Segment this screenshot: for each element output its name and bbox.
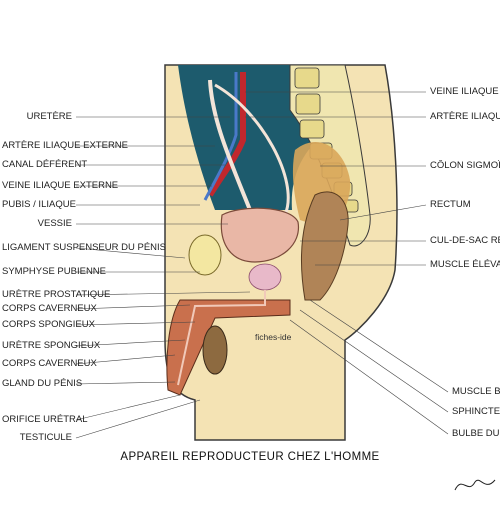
iliac-vein bbox=[203, 72, 238, 201]
leader-lines-right bbox=[245, 91, 449, 435]
leader-l10 bbox=[75, 304, 191, 310]
label-l6: VESSIE bbox=[37, 218, 72, 229]
label-r7: MUSCLE BULBO-SPONGIEUX bbox=[452, 386, 500, 397]
label-l2: ARTÈRE ILIAQUE EXTERNE bbox=[2, 140, 128, 151]
label-r5: CUL-DE-SAC RECTO-VÉSICAL bbox=[430, 235, 500, 246]
label-r9: BULBE DU PÉNIS bbox=[452, 428, 500, 439]
leader-l9 bbox=[75, 291, 251, 296]
testis bbox=[202, 325, 228, 375]
label-l3: CANAL DÉFÉRENT bbox=[2, 159, 88, 170]
pubic-symphysis bbox=[188, 234, 222, 276]
leader-l15 bbox=[75, 394, 181, 421]
leader-l7 bbox=[75, 247, 186, 259]
watermark-text: fiches-ide bbox=[255, 332, 292, 342]
label-r4: RECTUM bbox=[430, 199, 471, 210]
leader-r8 bbox=[299, 309, 449, 413]
leader-lines-left bbox=[75, 116, 251, 439]
urethra bbox=[177, 290, 266, 386]
label-l1: URETÈRE bbox=[26, 111, 72, 122]
penis bbox=[166, 299, 291, 396]
leader-l16 bbox=[75, 399, 201, 439]
label-l7: LIGAMENT SUSPENSEUR DU PÉNIS bbox=[2, 242, 167, 253]
label-r3: CÔLON SIGMOÏDE bbox=[430, 160, 500, 171]
label-l11: CORPS SPONGIEUX bbox=[2, 319, 95, 330]
label-r6: MUSCLE ÉLÉVATEUR DE L'ANUS bbox=[430, 259, 500, 270]
ureter bbox=[208, 79, 252, 211]
leader-r4 bbox=[339, 204, 427, 221]
bladder bbox=[220, 207, 300, 263]
leader-r9 bbox=[289, 319, 449, 435]
label-l16: TESTICULE bbox=[19, 432, 72, 443]
label-l14: GLAND DU PÉNIS bbox=[2, 378, 83, 389]
diagram-title: APPAREIL REPRODUCTEUR CHEZ L'HOMME bbox=[120, 451, 380, 463]
leader-l13 bbox=[75, 354, 176, 365]
label-l15: ORIFICE URÉTRAL bbox=[2, 414, 88, 425]
label-l8: SYMPHYSE PUBIENNE bbox=[2, 266, 106, 277]
prostate bbox=[248, 263, 282, 291]
signature-mark bbox=[454, 479, 496, 491]
label-r2: ARTÈRE ILIAQUE COMMUNE bbox=[430, 111, 500, 122]
leader-l12 bbox=[75, 339, 186, 347]
vas-deferens bbox=[214, 83, 290, 216]
label-l5: PUBIS / ILIAQUE bbox=[2, 199, 76, 210]
leader-l14 bbox=[75, 381, 176, 385]
label-l10: CORPS CAVERNEUX bbox=[2, 303, 97, 314]
rectum bbox=[301, 191, 349, 301]
label-r1: VEINE ILIAQUE COMMUNE bbox=[430, 86, 500, 97]
leader-l11 bbox=[75, 321, 196, 326]
label-r8: SPHINCTER EXTERNE DE L'ANUS bbox=[452, 406, 500, 417]
label-l12: URÈTRE SPONGIEUX bbox=[2, 340, 101, 351]
leader-r7 bbox=[309, 299, 449, 393]
label-l4: VEINE ILIAQUE EXTERNE bbox=[2, 180, 119, 191]
label-l13: CORPS CAVERNEUX bbox=[2, 358, 97, 369]
label-l9: URÈTRE PROSTATIQUE bbox=[2, 289, 111, 300]
